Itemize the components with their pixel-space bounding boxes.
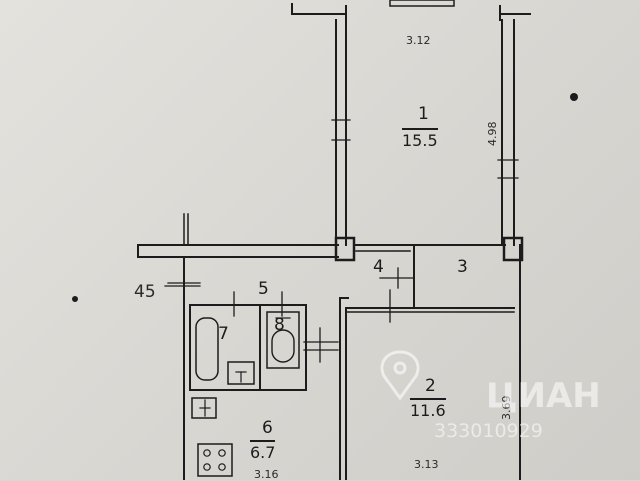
corridor-wall	[137, 213, 524, 480]
sink	[227, 361, 255, 385]
room-3-4-walls	[345, 244, 515, 323]
room-3-number: 3	[457, 257, 468, 277]
room-4-number: 4	[373, 257, 384, 277]
room-1-walls	[331, 19, 519, 246]
room-6-width-dimension: 3.16	[254, 468, 279, 481]
room-5-number: 5	[258, 279, 269, 299]
room-2-number: 2	[425, 376, 436, 396]
watermark-pin-icon	[380, 350, 420, 401]
ink-speck	[570, 93, 578, 101]
room-1-width-dimension: 3.12	[406, 34, 431, 47]
watermark-brand: ЦИАН	[486, 376, 601, 416]
top-wall	[291, 0, 531, 21]
side-dimension-mark: 45	[134, 282, 156, 302]
room-8-number: 8	[274, 315, 285, 335]
room-2-walls	[339, 297, 349, 480]
ink-speck	[72, 296, 78, 302]
bathroom-walls	[167, 256, 339, 480]
kitchen-sink	[191, 397, 217, 419]
stove	[197, 443, 233, 477]
room-2-width-dimension: 3.13	[414, 458, 439, 471]
room-6-number: 6	[262, 418, 273, 438]
room-1-number: 1	[418, 104, 429, 124]
room-1-area: 15.5	[402, 128, 438, 150]
watermark-id: 333010929	[434, 420, 543, 442]
room-2-area: 11.6	[410, 398, 446, 420]
room-7-number: 7	[218, 324, 229, 344]
bathtub	[195, 317, 219, 381]
room-6-area: 6.7	[250, 440, 276, 462]
room-1-length-dimension: 4.98	[486, 121, 499, 147]
toilet	[266, 311, 300, 369]
